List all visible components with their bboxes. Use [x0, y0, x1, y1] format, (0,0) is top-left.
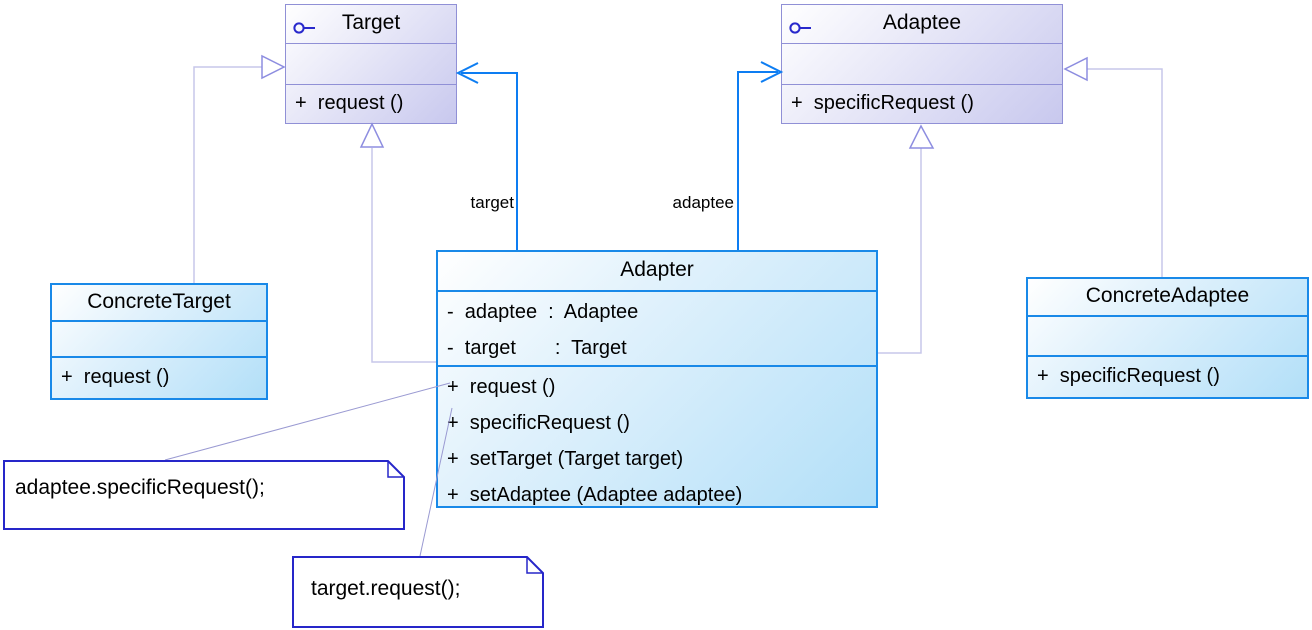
generalization-triangle: [908, 124, 935, 149]
generalization-triangle: [1063, 56, 1088, 82]
note-fold-corner: [387, 461, 404, 478]
note-fold-corner: [526, 557, 543, 574]
attributes-compartment: [286, 43, 456, 84]
attribute: - adaptee : Adaptee: [447, 301, 639, 323]
class-concrete-target-header: ConcreteTarget: [52, 285, 266, 320]
class-title: Adapter: [620, 258, 694, 281]
method: + specificRequest (): [447, 412, 630, 434]
attributes-compartment: - adaptee : Adaptee - target : Target: [438, 290, 876, 365]
interface-lollipop-icon: [292, 14, 318, 50]
method: + specificRequest (): [791, 92, 974, 114]
class-target-header: Target: [286, 5, 456, 43]
attributes-compartment: [782, 43, 1062, 84]
generalization-triangle: [261, 54, 286, 80]
interface-lollipop-icon: [788, 14, 814, 50]
class-concrete-adaptee-header: ConcreteAdaptee: [1028, 279, 1307, 315]
methods-compartment: + request (): [52, 356, 266, 398]
class-concrete-adaptee: ConcreteAdaptee + specificRequest (): [1026, 277, 1309, 399]
method: + request (): [295, 92, 404, 114]
class-title: ConcreteAdaptee: [1085, 284, 1250, 307]
method: + setAdaptee (Adaptee adaptee): [447, 484, 743, 506]
method: + request (): [61, 366, 170, 388]
class-adaptee-header: Adaptee: [782, 5, 1062, 43]
class-title: ConcreteTarget: [87, 290, 231, 313]
association-arrowhead: [455, 62, 479, 84]
class-adapter: Adapter - adaptee : Adaptee - target : T…: [436, 250, 878, 508]
attributes-compartment: [52, 320, 266, 356]
class-title: Target: [341, 11, 401, 34]
class-adaptee: Adaptee + specificRequest (): [781, 4, 1063, 124]
methods-compartment: + specificRequest (): [1028, 355, 1307, 397]
generalization-concreteadaptee-adaptee: [1087, 68, 1163, 277]
association-label-adaptee: adaptee: [672, 193, 734, 212]
association-arrowhead: [760, 61, 784, 83]
generalization-adapter-adaptee: [878, 148, 922, 354]
class-adapter-header: Adapter: [438, 252, 876, 290]
note-text-adaptee-call: adaptee.specificRequest();: [15, 476, 265, 499]
attributes-compartment: [1028, 315, 1307, 355]
method: + specificRequest (): [1037, 365, 1220, 387]
association-adapter-target: [461, 72, 518, 250]
note-text-target-call: target.request();: [311, 577, 461, 600]
generalization-adapter-target: [371, 148, 436, 363]
generalization-concretetarget-target: [193, 66, 262, 283]
generalization-triangle: [359, 122, 385, 148]
methods-compartment: + request () + specificRequest () + setT…: [438, 365, 876, 513]
method: + request (): [447, 376, 556, 398]
attribute: - target : Target: [447, 337, 627, 359]
class-target: Target + request (): [285, 4, 457, 124]
class-concrete-target: ConcreteTarget + request (): [50, 283, 268, 400]
association-adapter-adaptee: [737, 71, 778, 250]
methods-compartment: + request (): [286, 84, 456, 123]
method: + setTarget (Target target): [447, 448, 684, 470]
association-label-target: target: [470, 193, 514, 212]
methods-compartment: + specificRequest (): [782, 84, 1062, 123]
class-title: Adaptee: [882, 11, 962, 34]
